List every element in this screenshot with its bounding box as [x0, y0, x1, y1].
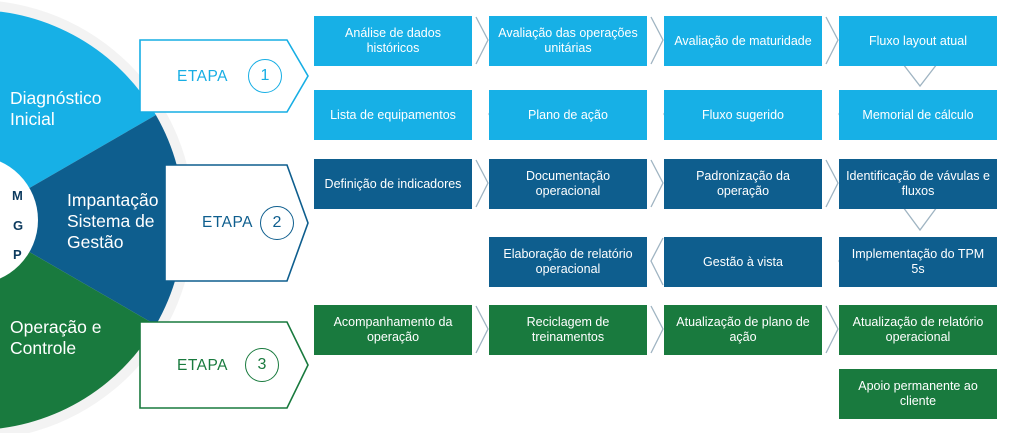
mgp-letter-m: M — [12, 188, 23, 203]
flow-chevrons — [475, 16, 938, 354]
mgp-letter-p: P — [13, 247, 22, 262]
phase-label-operacao: Operação e Controle — [10, 317, 101, 359]
phase-diagnostico-line1: Diagnóstico — [10, 88, 102, 108]
step-box: Análise de dados históricos — [314, 16, 472, 66]
phase-implantacao-line1: Impantação — [67, 190, 159, 210]
etapa-3-number: 3 — [245, 348, 279, 382]
phase-diagnostico-line2: Inicial — [10, 109, 55, 129]
phase-operacao-line2: Controle — [10, 338, 77, 358]
step-box: Elaboração de relatório operacional — [489, 237, 647, 287]
wheel-sector-operacao — [0, 235, 156, 429]
etapa-2-arrow — [164, 164, 309, 282]
step-box: Avaliação das operações unitárias — [489, 16, 647, 66]
step-box: Fluxo sugerido — [664, 90, 822, 140]
wheel-sector-implantacao — [0, 115, 184, 325]
step-box: Atualização de plano de ação — [664, 305, 822, 355]
step-box: Avaliação de maturidade — [664, 16, 822, 66]
etapa-3-arrow — [139, 321, 309, 409]
step-box: Documentação operacional — [489, 159, 647, 209]
phase-label-diagnostico: Diagnóstico Inicial — [10, 88, 101, 130]
etapa-1-label: ETAPA — [177, 68, 229, 85]
step-box: Reciclagem de treinamentos — [489, 305, 647, 355]
etapa-2-number: 2 — [260, 206, 294, 240]
step-box: Identificação de vávulas e fluxos — [839, 159, 997, 209]
step-box: Implementação do TPM 5s — [839, 237, 997, 287]
etapa-1-number: 1 — [248, 59, 282, 93]
step-box: Padronização da operação — [664, 159, 822, 209]
phase-operacao-line1: Operação e — [10, 317, 102, 337]
wheel-sector-diagnostico — [0, 11, 156, 205]
etapa-1-arrow — [139, 39, 309, 113]
step-box: Acompanhamento da operação — [314, 305, 472, 355]
step-box: Atualização de relatório operacional — [839, 305, 997, 355]
phase-implantacao-line3: Gestão — [67, 232, 124, 252]
etapa-2-label: ETAPA — [202, 214, 254, 231]
etapa-3-label: ETAPA — [177, 357, 229, 374]
phase-implantacao-line2: Sistema de — [67, 211, 155, 231]
step-box: Memorial de cálculo — [839, 90, 997, 140]
step-box: Lista de equipamentos — [314, 90, 472, 140]
step-box: Definição de indicadores — [314, 159, 472, 209]
step-box: Gestão à vista — [664, 237, 822, 287]
step-box: Plano de ação — [489, 90, 647, 140]
phase-label-implantacao: Impantação Sistema de Gestão — [67, 190, 158, 253]
mgp-letter-g: G — [13, 218, 24, 233]
wheel-center — [0, 161, 38, 279]
step-box: Apoio permanente ao cliente — [839, 369, 997, 419]
step-box: Fluxo layout atual — [839, 16, 997, 66]
